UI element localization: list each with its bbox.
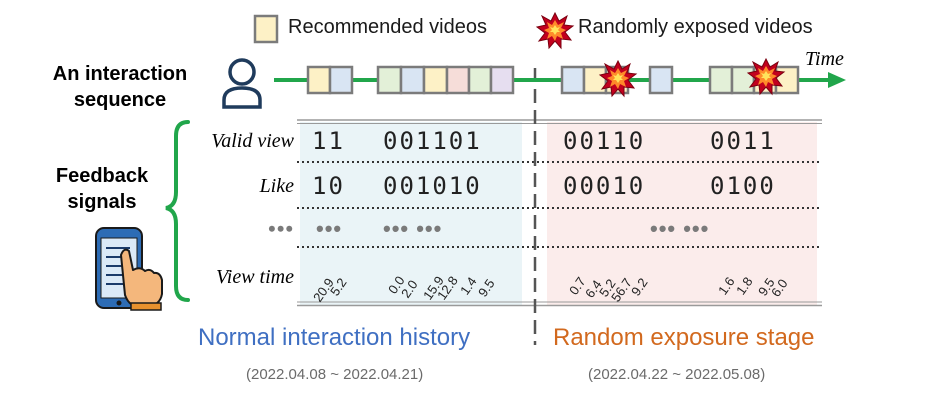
burst-icon: [536, 12, 574, 49]
video-box: [730, 65, 756, 95]
signal-label-like: Like: [259, 175, 294, 197]
video-box: [560, 65, 586, 95]
video-box: [489, 65, 515, 95]
normal-stage-dates: (2022.04.08 ~ 2022.04.21): [246, 366, 424, 383]
feedback-title-line2: signals: [67, 191, 137, 213]
random-stage-dates: (2022.04.22 ~ 2022.05.08): [588, 366, 766, 383]
legend-recommended-swatch: [253, 14, 279, 44]
more-signals-ellipsis: •••: [316, 216, 343, 241]
actor-label-line1: An interaction: [52, 63, 188, 85]
feedback-brace: [165, 120, 190, 302]
signal-label-valid-view: Valid view: [211, 130, 294, 152]
video-box: [376, 65, 403, 95]
video-box: [445, 65, 471, 95]
random-stage-panel: [547, 122, 817, 305]
timeline-arrowhead: [828, 72, 846, 88]
more-signals-ellipsis: ••• •••: [383, 216, 443, 241]
signal-label-view-time: View time: [216, 266, 294, 288]
legend-recommended-label: Recommended videos: [288, 16, 487, 38]
valid-view-bits: 001101: [383, 127, 482, 155]
video-box: [467, 65, 493, 95]
normal-stage-title: Normal interaction history: [198, 324, 471, 351]
signal-label-more: •••: [267, 216, 294, 241]
video-box: [774, 65, 800, 95]
like-bits: 10: [312, 172, 345, 200]
video-box: [399, 65, 426, 95]
feedback-title-line1: Feedback: [55, 165, 149, 187]
phone-touch-icon: [95, 227, 163, 311]
time-axis-label: Time: [805, 48, 844, 70]
video-box: [648, 65, 674, 95]
like-bits: 00010: [563, 172, 646, 200]
feedback-signals-title: Feedback signals: [42, 163, 162, 215]
like-bits: 0100: [710, 172, 776, 200]
video-box: [422, 65, 449, 95]
person-icon: [222, 58, 262, 109]
video-box: [306, 65, 332, 95]
random-stage-title: Random exposure stage: [553, 324, 815, 351]
video-box: [708, 65, 734, 95]
valid-view-bits: 0011: [710, 127, 776, 155]
video-sequence: [306, 65, 800, 95]
actor-label-line2: sequence: [73, 89, 167, 111]
valid-view-bits: 11: [312, 127, 345, 155]
valid-view-bits: 00110: [563, 127, 646, 155]
normal-stage-panel: [300, 122, 522, 305]
video-box: [328, 65, 354, 95]
like-bits: 001010: [383, 172, 482, 200]
actor-label: An interaction sequence: [40, 61, 200, 113]
legend-random-label: Randomly exposed videos: [578, 16, 813, 38]
more-signals-ellipsis: ••• •••: [650, 216, 710, 241]
